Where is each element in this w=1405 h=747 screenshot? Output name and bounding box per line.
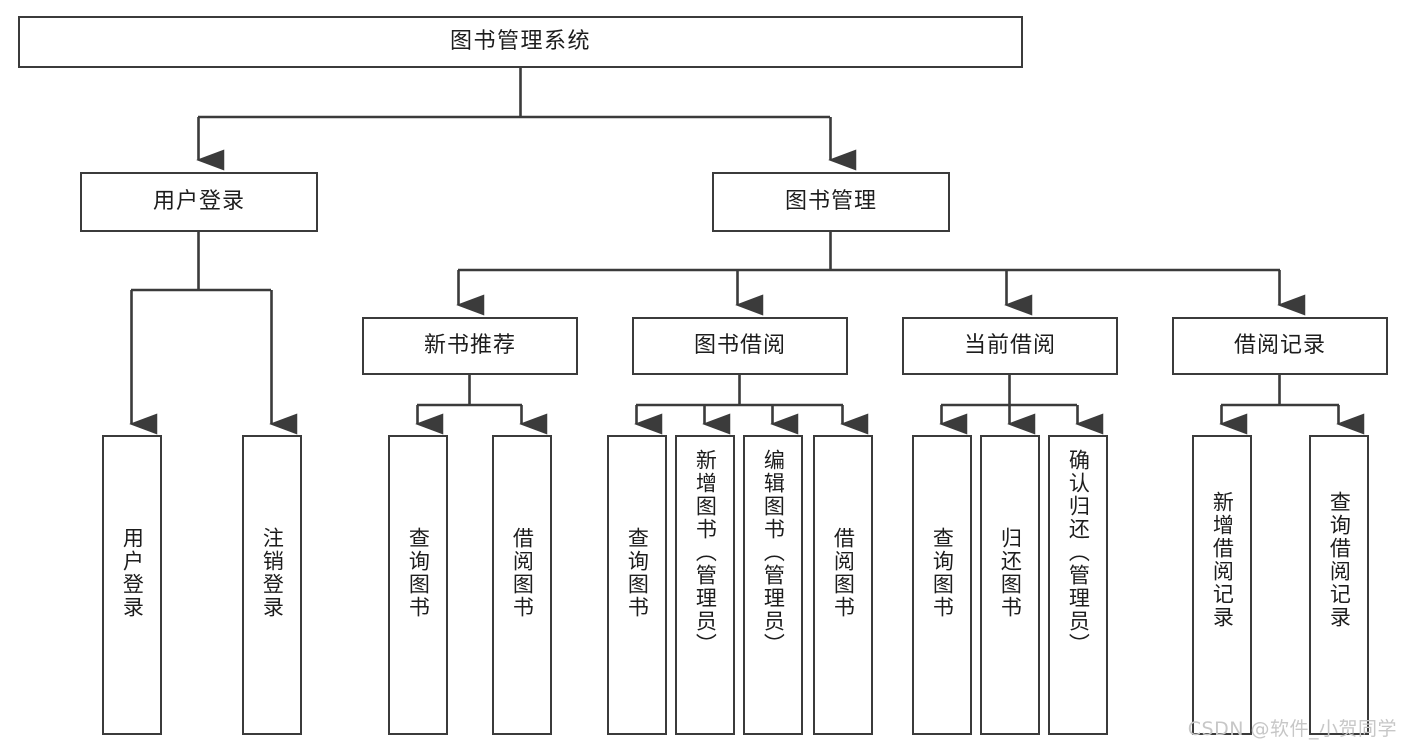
leaf-user-login[interactable]: 用户登录	[102, 435, 162, 735]
node-borrow-record[interactable]: 借阅记录	[1172, 317, 1388, 375]
leaf-query-borrow-record[interactable]: 查询借阅记录	[1309, 435, 1369, 735]
leaf-return-book[interactable]: 归还图书	[980, 435, 1040, 735]
node-label: 图书管理系统	[449, 28, 591, 54]
leaf-label: 查询图书	[930, 527, 955, 619]
node-label: 用户登录	[152, 188, 245, 214]
leaf-label: 查询借阅记录	[1327, 491, 1352, 629]
node-label: 图书管理	[784, 188, 877, 214]
leaf-label: 借阅图书	[510, 527, 535, 619]
leaf-label: 编辑图书（管理员）	[761, 449, 786, 656]
watermark-text: CSDN @软件_小贺同学	[1187, 718, 1397, 740]
leaf-query-book-current[interactable]: 查询图书	[912, 435, 972, 735]
leaf-label: 借阅图书	[831, 527, 856, 619]
node-new-book-recommend[interactable]: 新书推荐	[362, 317, 578, 375]
leaf-label: 归还图书	[998, 527, 1023, 619]
node-label: 新书推荐	[423, 332, 516, 358]
leaf-borrow-book[interactable]: 借阅图书	[813, 435, 873, 735]
leaf-label: 确认归还（管理员）	[1066, 449, 1091, 656]
node-current-borrow[interactable]: 当前借阅	[902, 317, 1118, 375]
leaf-label: 新增借阅记录	[1210, 491, 1235, 629]
leaf-edit-book-admin[interactable]: 编辑图书（管理员）	[743, 435, 803, 735]
node-root-system[interactable]: 图书管理系统	[18, 16, 1023, 68]
node-label: 当前借阅	[963, 332, 1056, 358]
leaf-query-book-recommend[interactable]: 查询图书	[388, 435, 448, 735]
leaf-label: 新增图书（管理员）	[693, 449, 718, 656]
node-user-login[interactable]: 用户登录	[80, 172, 318, 232]
leaf-label: 查询图书	[406, 527, 431, 619]
leaf-confirm-return-admin[interactable]: 确认归还（管理员）	[1048, 435, 1108, 735]
leaf-label: 用户登录	[120, 527, 145, 619]
node-label: 借阅记录	[1233, 332, 1326, 358]
node-label: 图书借阅	[693, 332, 786, 358]
leaf-borrow-book-recommend[interactable]: 借阅图书	[492, 435, 552, 735]
leaf-add-borrow-record[interactable]: 新增借阅记录	[1192, 435, 1252, 735]
node-book-management[interactable]: 图书管理	[712, 172, 950, 232]
leaf-user-logout[interactable]: 注销登录	[242, 435, 302, 735]
leaf-query-book-borrow[interactable]: 查询图书	[607, 435, 667, 735]
node-book-borrow[interactable]: 图书借阅	[632, 317, 848, 375]
leaf-label: 查询图书	[625, 527, 650, 619]
leaf-label: 注销登录	[260, 527, 285, 619]
leaf-add-book-admin[interactable]: 新增图书（管理员）	[675, 435, 735, 735]
